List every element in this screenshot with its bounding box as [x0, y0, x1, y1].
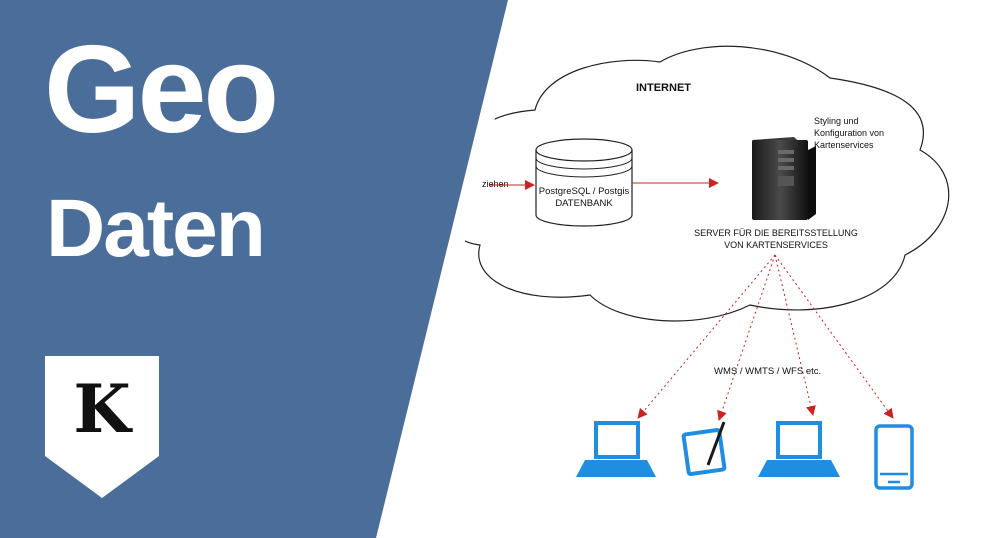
- banner-subtitle: Daten: [46, 183, 266, 274]
- server-label-1: SERVER FÜR DIE BEREITSSTELLUNG: [694, 228, 858, 238]
- banner-title: Geo: [44, 21, 279, 159]
- client-arrow-4: [774, 254, 894, 419]
- styling-note-1: Styling und: [814, 116, 859, 126]
- tablet-pen-icon: [681, 421, 727, 477]
- client-arrow-2: [717, 254, 776, 421]
- laptop-icon: [576, 421, 656, 477]
- database-label-1: PostgreSQL / Postgis: [539, 186, 630, 197]
- cloud-label: INTERNET: [636, 82, 691, 94]
- services-label: WMS / WMTS / WFS etc.: [714, 366, 821, 377]
- client-arrow-1: [637, 254, 776, 419]
- database-icon: [535, 138, 633, 227]
- logo: K: [45, 356, 159, 498]
- logo-letter: K: [73, 370, 131, 448]
- styling-note-2: Konfiguration von: [814, 128, 884, 138]
- smartphone-icon: [874, 424, 914, 490]
- incoming-label: ziehen: [482, 179, 509, 189]
- server-label-2: VON KARTENSERVICES: [724, 240, 828, 250]
- logo-badge: [45, 356, 159, 498]
- laptop-icon: [758, 421, 840, 477]
- styling-note-3: Kartenservices: [814, 140, 874, 150]
- internet-cloud: [449, 45, 950, 322]
- server-icon: [752, 137, 816, 220]
- database-label-2: DATENBANK: [555, 198, 613, 209]
